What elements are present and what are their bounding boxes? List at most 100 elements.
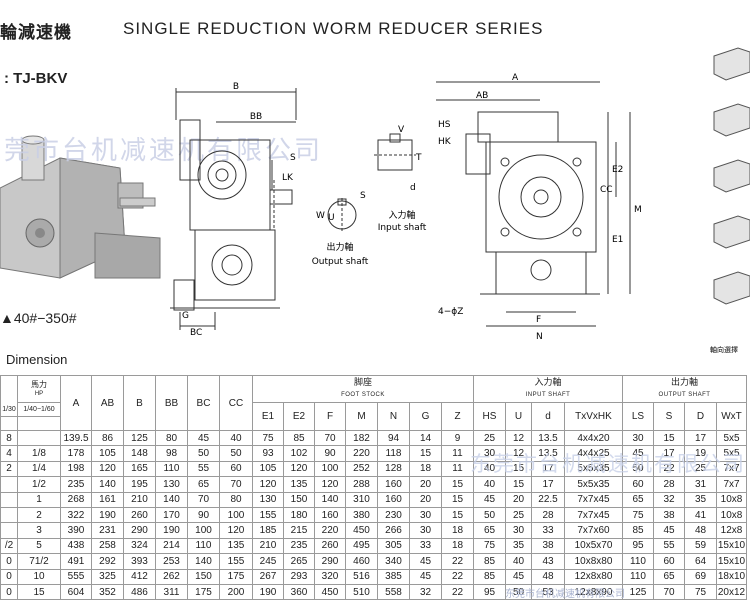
table-cell: 7x7x60 xyxy=(564,522,623,539)
table-cell: 45 xyxy=(409,553,442,570)
col-LS: LS xyxy=(622,402,654,431)
table-cell: 110 xyxy=(155,460,188,478)
table-cell: 235 xyxy=(283,537,315,555)
table-cell: 50 xyxy=(187,445,220,462)
table-cell: 71/2 xyxy=(17,553,61,570)
table-cell: 65 xyxy=(187,476,220,493)
table-cell: 170 xyxy=(155,506,188,524)
table-cell: 1 xyxy=(17,491,61,508)
table-cell: 10x8 xyxy=(716,506,747,524)
table-cell: 40 xyxy=(505,553,532,570)
table-cell xyxy=(0,522,18,539)
table-cell: 40 xyxy=(473,476,506,493)
table-cell: 17 xyxy=(684,429,717,447)
table-cell: 10x8x80 xyxy=(564,553,623,570)
dim-B: B xyxy=(233,82,239,92)
table-cell: 15 xyxy=(653,429,685,447)
table-cell: 120 xyxy=(219,522,253,539)
table-cell: 340 xyxy=(377,553,410,570)
table-cell: 15 xyxy=(505,476,532,493)
dim-N: N xyxy=(536,332,543,342)
table-cell: 95 xyxy=(473,583,506,600)
table-cell: 85 xyxy=(283,429,315,447)
table-cell: 385 xyxy=(377,568,410,585)
table-cell: 150 xyxy=(187,568,220,585)
table-cell: 18 xyxy=(409,460,442,478)
table-cell: 178 xyxy=(60,445,92,462)
table-cell: 135 xyxy=(283,476,315,493)
table-cell: 86 xyxy=(91,429,124,447)
table-cell: 185 xyxy=(252,522,284,539)
header-spacer xyxy=(0,416,18,431)
table-cell: 4x4x20 xyxy=(564,429,623,447)
table-cell: 20 xyxy=(409,491,442,508)
table-cell: 198 xyxy=(60,460,92,478)
table-cell: 195 xyxy=(123,476,156,493)
dim-AB: AB xyxy=(476,91,488,101)
table-cell: 11 xyxy=(441,460,474,478)
dim-T: T xyxy=(415,153,422,163)
dim-M: M xyxy=(634,205,642,215)
table-cell: 48 xyxy=(684,522,717,539)
dim-BC: BC xyxy=(190,328,202,338)
table-cell: 135 xyxy=(219,537,253,555)
col-M: M xyxy=(345,402,378,431)
table-cell: 290 xyxy=(314,553,346,570)
table-cell: 10x8 xyxy=(716,491,747,508)
table-cell: 55 xyxy=(653,537,685,555)
table-cell: 220 xyxy=(314,522,346,539)
table-cell: 5x5 xyxy=(716,445,747,462)
table-cell: 292 xyxy=(91,553,124,570)
table-cell: 69 xyxy=(684,568,717,585)
table-cell: 45 xyxy=(187,429,220,447)
table-cell: 75 xyxy=(473,537,506,555)
dim-G: G xyxy=(182,311,189,321)
table-cell: 7x7x45 xyxy=(564,506,623,524)
dim-phiS: S xyxy=(360,191,366,201)
title-english: SINGLE REDUCTION WORM REDUCER SERIES xyxy=(123,19,544,38)
table-cell: 70 xyxy=(219,476,253,493)
table-cell: 139.5 xyxy=(60,429,92,447)
table-cell: 15x10 xyxy=(716,537,747,555)
table-cell: 48 xyxy=(531,568,565,585)
table-cell: 13.5 xyxy=(531,429,565,447)
col-N: N xyxy=(377,402,410,431)
table-cell: 215 xyxy=(283,522,315,539)
col-HS: HS xyxy=(473,402,506,431)
col-A: A xyxy=(60,375,92,431)
table-cell: 288 xyxy=(345,476,378,493)
col-E1: E1 xyxy=(252,402,284,431)
dim-V: V xyxy=(398,125,405,135)
table-cell: 45 xyxy=(473,491,506,508)
table-cell: 80 xyxy=(219,491,253,508)
col-G: G xyxy=(409,402,442,431)
table-cell: 100 xyxy=(314,460,346,478)
input-en: INPUT SHAFT xyxy=(525,392,571,398)
table-cell: 15 xyxy=(441,476,474,493)
dim-F: F xyxy=(536,315,541,325)
table-cell: 32 xyxy=(409,583,442,600)
table-cell: 262 xyxy=(155,568,188,585)
table-cell: 510 xyxy=(345,583,378,600)
table-cell: 55 xyxy=(187,460,220,478)
col-d: d xyxy=(531,402,565,431)
table-cell: 94 xyxy=(377,429,410,447)
header-spacer xyxy=(17,416,61,431)
table-cell: 45 xyxy=(505,568,532,585)
table-cell xyxy=(0,476,18,493)
table-cell: 18x10 xyxy=(716,568,747,585)
table-cell: 10x5x70 xyxy=(564,537,623,555)
dim-BB: BB xyxy=(250,112,262,122)
col-U: U xyxy=(505,402,532,431)
table-cell: 33 xyxy=(409,537,442,555)
table-cell: 30 xyxy=(409,506,442,524)
output-en: OUTPUT SHAFT xyxy=(658,392,711,398)
input-shaft-cn: 入力軸 xyxy=(388,209,415,221)
table-cell: 160 xyxy=(314,506,346,524)
table-cell xyxy=(0,491,18,508)
table-cell: 180 xyxy=(283,506,315,524)
dim-E1: E1 xyxy=(612,235,623,245)
